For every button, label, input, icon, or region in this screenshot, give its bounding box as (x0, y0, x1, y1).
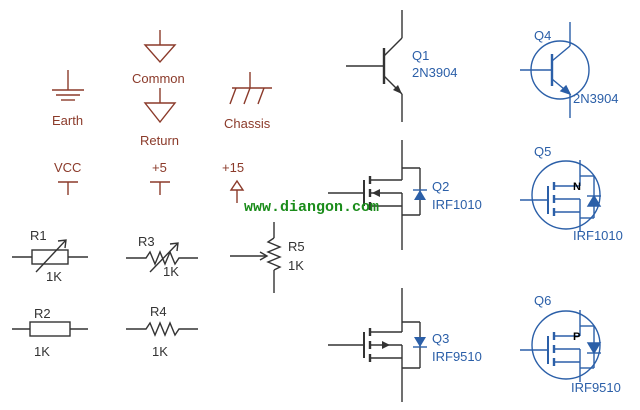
q3-pmos-symbol (328, 288, 427, 402)
r3-ref: R3 (138, 234, 155, 249)
r2-value: 1K (34, 344, 50, 359)
chassis-label: Chassis (224, 116, 271, 131)
r3-variable-resistor-symbol (126, 242, 198, 273)
common-ground-symbol (143, 30, 177, 64)
q6-part: IRF9510 (571, 380, 621, 395)
r4-value: 1K (152, 344, 168, 359)
plus15-label: +15 (222, 160, 244, 175)
r1-ref: R1 (30, 228, 47, 243)
r5-value: 1K (288, 258, 304, 273)
q2-nmos-symbol (328, 140, 427, 250)
r4-ref: R4 (150, 304, 167, 319)
q4-part: 2N3904 (573, 91, 619, 106)
q5-ref: Q5 (534, 144, 551, 159)
q5-channel-tag: N (573, 181, 581, 193)
chassis-ground-symbol (229, 72, 272, 105)
return-ground-symbol (143, 88, 177, 124)
plus15-arrow-symbol (229, 179, 245, 203)
q5-nmos-symbol (520, 160, 602, 232)
r5-ref: R5 (288, 239, 305, 254)
q3-part: IRF9510 (432, 349, 482, 364)
q6-pmos-symbol (520, 310, 602, 382)
q4-npn-transistor-symbol (520, 22, 590, 118)
r1-variable-resistor-symbol (12, 239, 88, 273)
plus5-label: +5 (152, 160, 167, 175)
r5-potentiometer-symbol (230, 222, 282, 293)
return-label: Return (140, 133, 179, 148)
q1-ref: Q1 (412, 48, 429, 63)
r3-value: 1K (163, 264, 179, 279)
q6-ref: Q6 (534, 293, 551, 308)
r1-value: 1K (46, 269, 62, 284)
common-label: Common (132, 71, 185, 86)
q1-part: 2N3904 (412, 65, 458, 80)
r2-resistor-symbol (12, 321, 88, 337)
q2-part: IRF1010 (432, 197, 482, 212)
watermark-text: www.diangon.com (244, 199, 379, 216)
q6-channel-tag: P (573, 331, 580, 343)
q1-npn-transistor-symbol (346, 10, 403, 122)
q2-ref: Q2 (432, 179, 449, 194)
vcc-symbol (58, 181, 78, 195)
q3-ref: Q3 (432, 331, 449, 346)
earth-ground-symbol (52, 70, 84, 101)
plus5-symbol (150, 181, 170, 195)
r4-resistor-symbol (126, 321, 198, 337)
q4-ref: Q4 (534, 28, 551, 43)
q5-part: IRF1010 (573, 228, 623, 243)
vcc-label: VCC (54, 160, 81, 175)
r2-ref: R2 (34, 306, 51, 321)
earth-label: Earth (52, 113, 83, 128)
